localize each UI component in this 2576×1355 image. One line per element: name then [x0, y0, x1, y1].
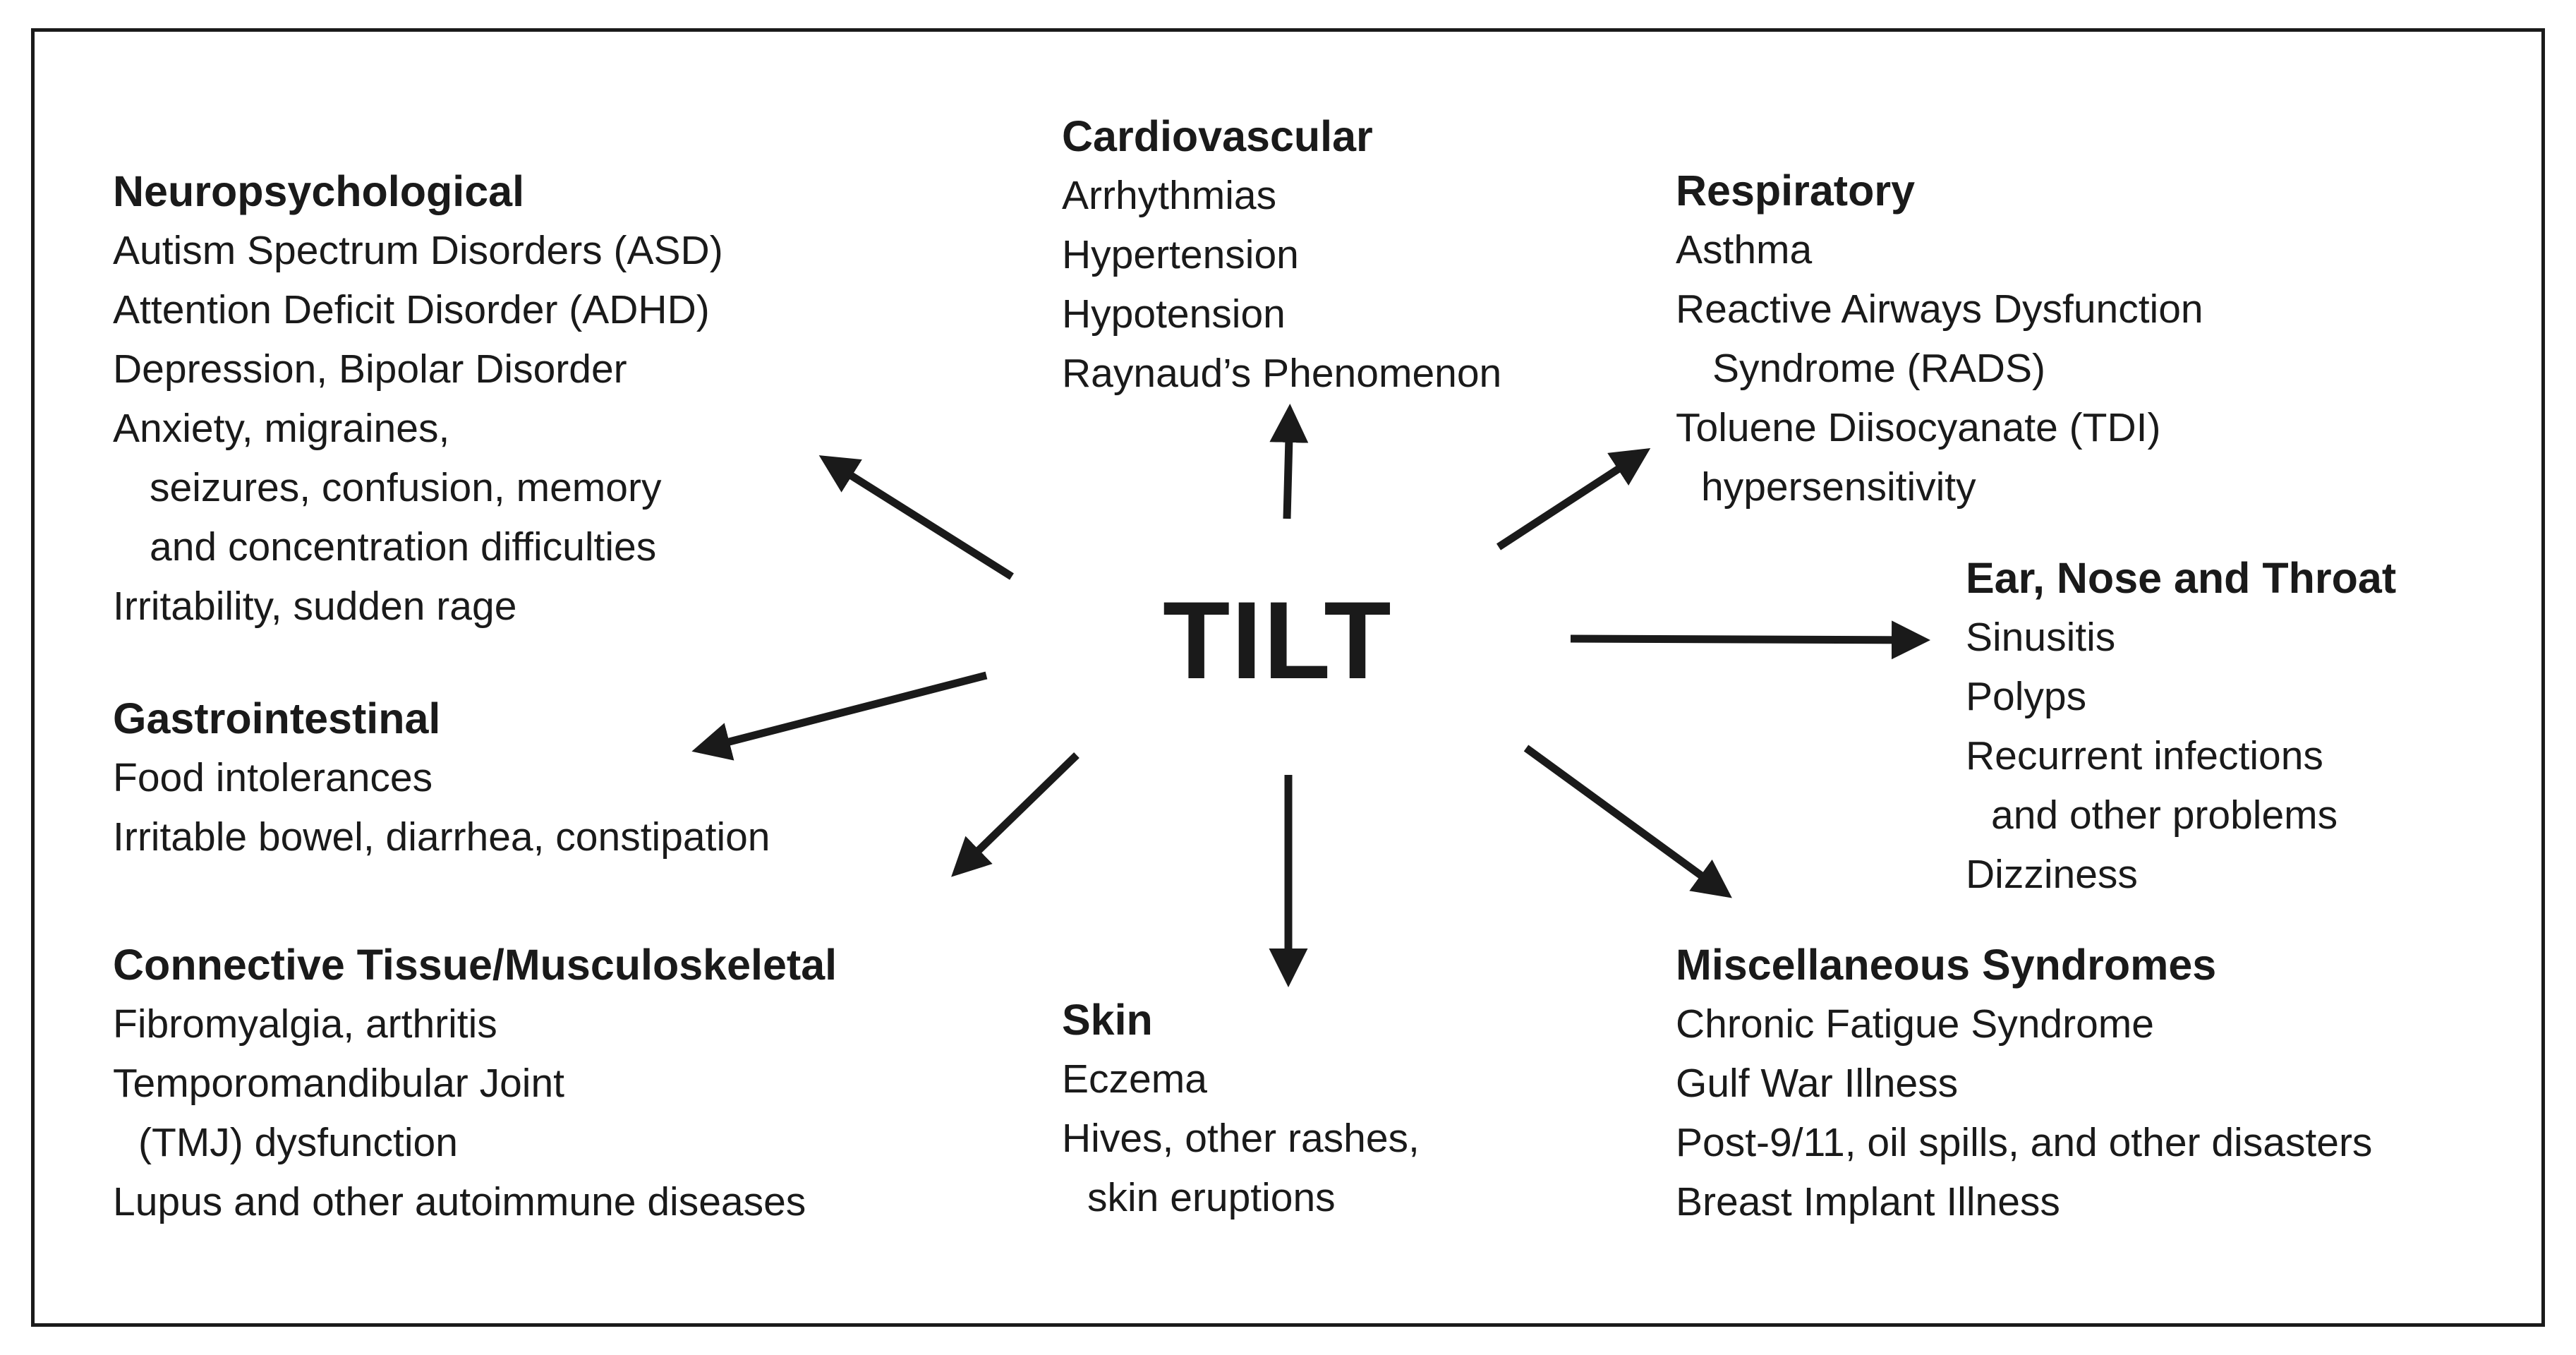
list-item: Syndrome (RADS) — [1712, 346, 2045, 391]
list-item: Depression, Bipolar Disorder — [113, 347, 627, 392]
list-item: Arrhythmias — [1062, 173, 1277, 218]
center-label: TILT — [1163, 579, 1393, 702]
group-gastrointestinal: Gastrointestinal Food intolerances Irrit… — [113, 689, 770, 867]
list-item: Irritability, sudden rage — [113, 584, 517, 629]
list-item: Irritable bowel, diarrhea, constipation — [113, 814, 770, 860]
group-skin: Skin Eczema Hives, other rashes, skin er… — [1062, 990, 1420, 1227]
list-item: Hives, other rashes, — [1062, 1116, 1420, 1161]
list-item: Food intolerances — [113, 755, 433, 800]
arrow-to-respiratory — [1496, 448, 1651, 550]
list-item: Eczema — [1062, 1056, 1207, 1102]
arrow-to-gastrointestinal — [691, 671, 988, 761]
group-title: Gastrointestinal — [113, 694, 441, 742]
list-item: Chronic Fatigue Syndrome — [1676, 1001, 2154, 1047]
list-item: Breast Implant Illness — [1676, 1179, 2060, 1224]
arrow-to-neuropsychological — [818, 455, 1014, 580]
list-item: Hypertension — [1062, 232, 1299, 277]
list-item: Autism Spectrum Disorders (ASD) — [113, 228, 723, 273]
diagram-frame — [31, 28, 2545, 1327]
list-item: skin eruptions — [1087, 1175, 1336, 1220]
list-item: Gulf War Illness — [1676, 1061, 1959, 1106]
group-connective-tissue: Connective Tissue/Musculoskeletal Fibrom… — [113, 935, 837, 1231]
arrow-to-cardiovascular — [1269, 404, 1309, 519]
list-item: seizures, confusion, memory — [150, 465, 662, 510]
group-title: Miscellaneous Syndromes — [1676, 941, 2217, 989]
list-item: Attention Deficit Disorder (ADHD) — [113, 287, 710, 332]
list-item: Temporomandibular Joint — [113, 1061, 564, 1106]
arrow-to-misc — [1523, 745, 1732, 898]
group-title: Ear, Nose and Throat — [1966, 554, 2397, 602]
list-item: Lupus and other autoimmune diseases — [113, 1179, 806, 1224]
list-item: Dizziness — [1966, 852, 2138, 897]
list-item: (TMJ) dysfunction — [138, 1120, 458, 1165]
group-title: Skin — [1062, 996, 1153, 1044]
group-cardiovascular: Cardiovascular Arrhythmias Hypertension … — [1062, 107, 1501, 403]
list-item: Hypotension — [1062, 291, 1286, 337]
arrow-to-connective — [951, 752, 1080, 877]
list-item: Polyps — [1966, 674, 2087, 719]
group-respiratory: Respiratory Asthma Reactive Airways Dysf… — [1676, 161, 2203, 517]
group-title: Neuropsychological — [113, 167, 525, 215]
group-title: Cardiovascular — [1062, 112, 1373, 160]
list-item: Sinusitis — [1966, 615, 2116, 660]
group-title: Respiratory — [1676, 167, 1916, 215]
list-item: and concentration difficulties — [150, 524, 657, 570]
list-item: Asthma — [1676, 227, 1813, 272]
list-item: and other problems — [1991, 793, 2338, 838]
list-item: Raynaud’s Phenomenon — [1062, 351, 1502, 396]
list-item: Toluene Diisocyanate (TDI) — [1676, 405, 2161, 450]
list-item: hypersensitivity — [1701, 464, 1976, 510]
group-ent: Ear, Nose and Throat Sinusitis Polyps Re… — [1966, 548, 2396, 904]
list-item: Fibromyalgia, arthritis — [113, 1001, 497, 1047]
list-item: Anxiety, migraines, — [113, 406, 450, 451]
arrow-to-ent — [1570, 620, 1930, 660]
group-miscellaneous: Miscellaneous Syndromes Chronic Fatigue … — [1676, 935, 2372, 1231]
group-title: Connective Tissue/Musculoskeletal — [113, 941, 837, 989]
list-item: Reactive Airways Dysfunction — [1676, 287, 2203, 332]
list-item: Post-9/11, oil spills, and other disaste… — [1676, 1120, 2373, 1165]
group-neuropsychological: Neuropsychological Autism Spectrum Disor… — [113, 162, 723, 636]
list-item: Recurrent infections — [1966, 733, 2323, 778]
